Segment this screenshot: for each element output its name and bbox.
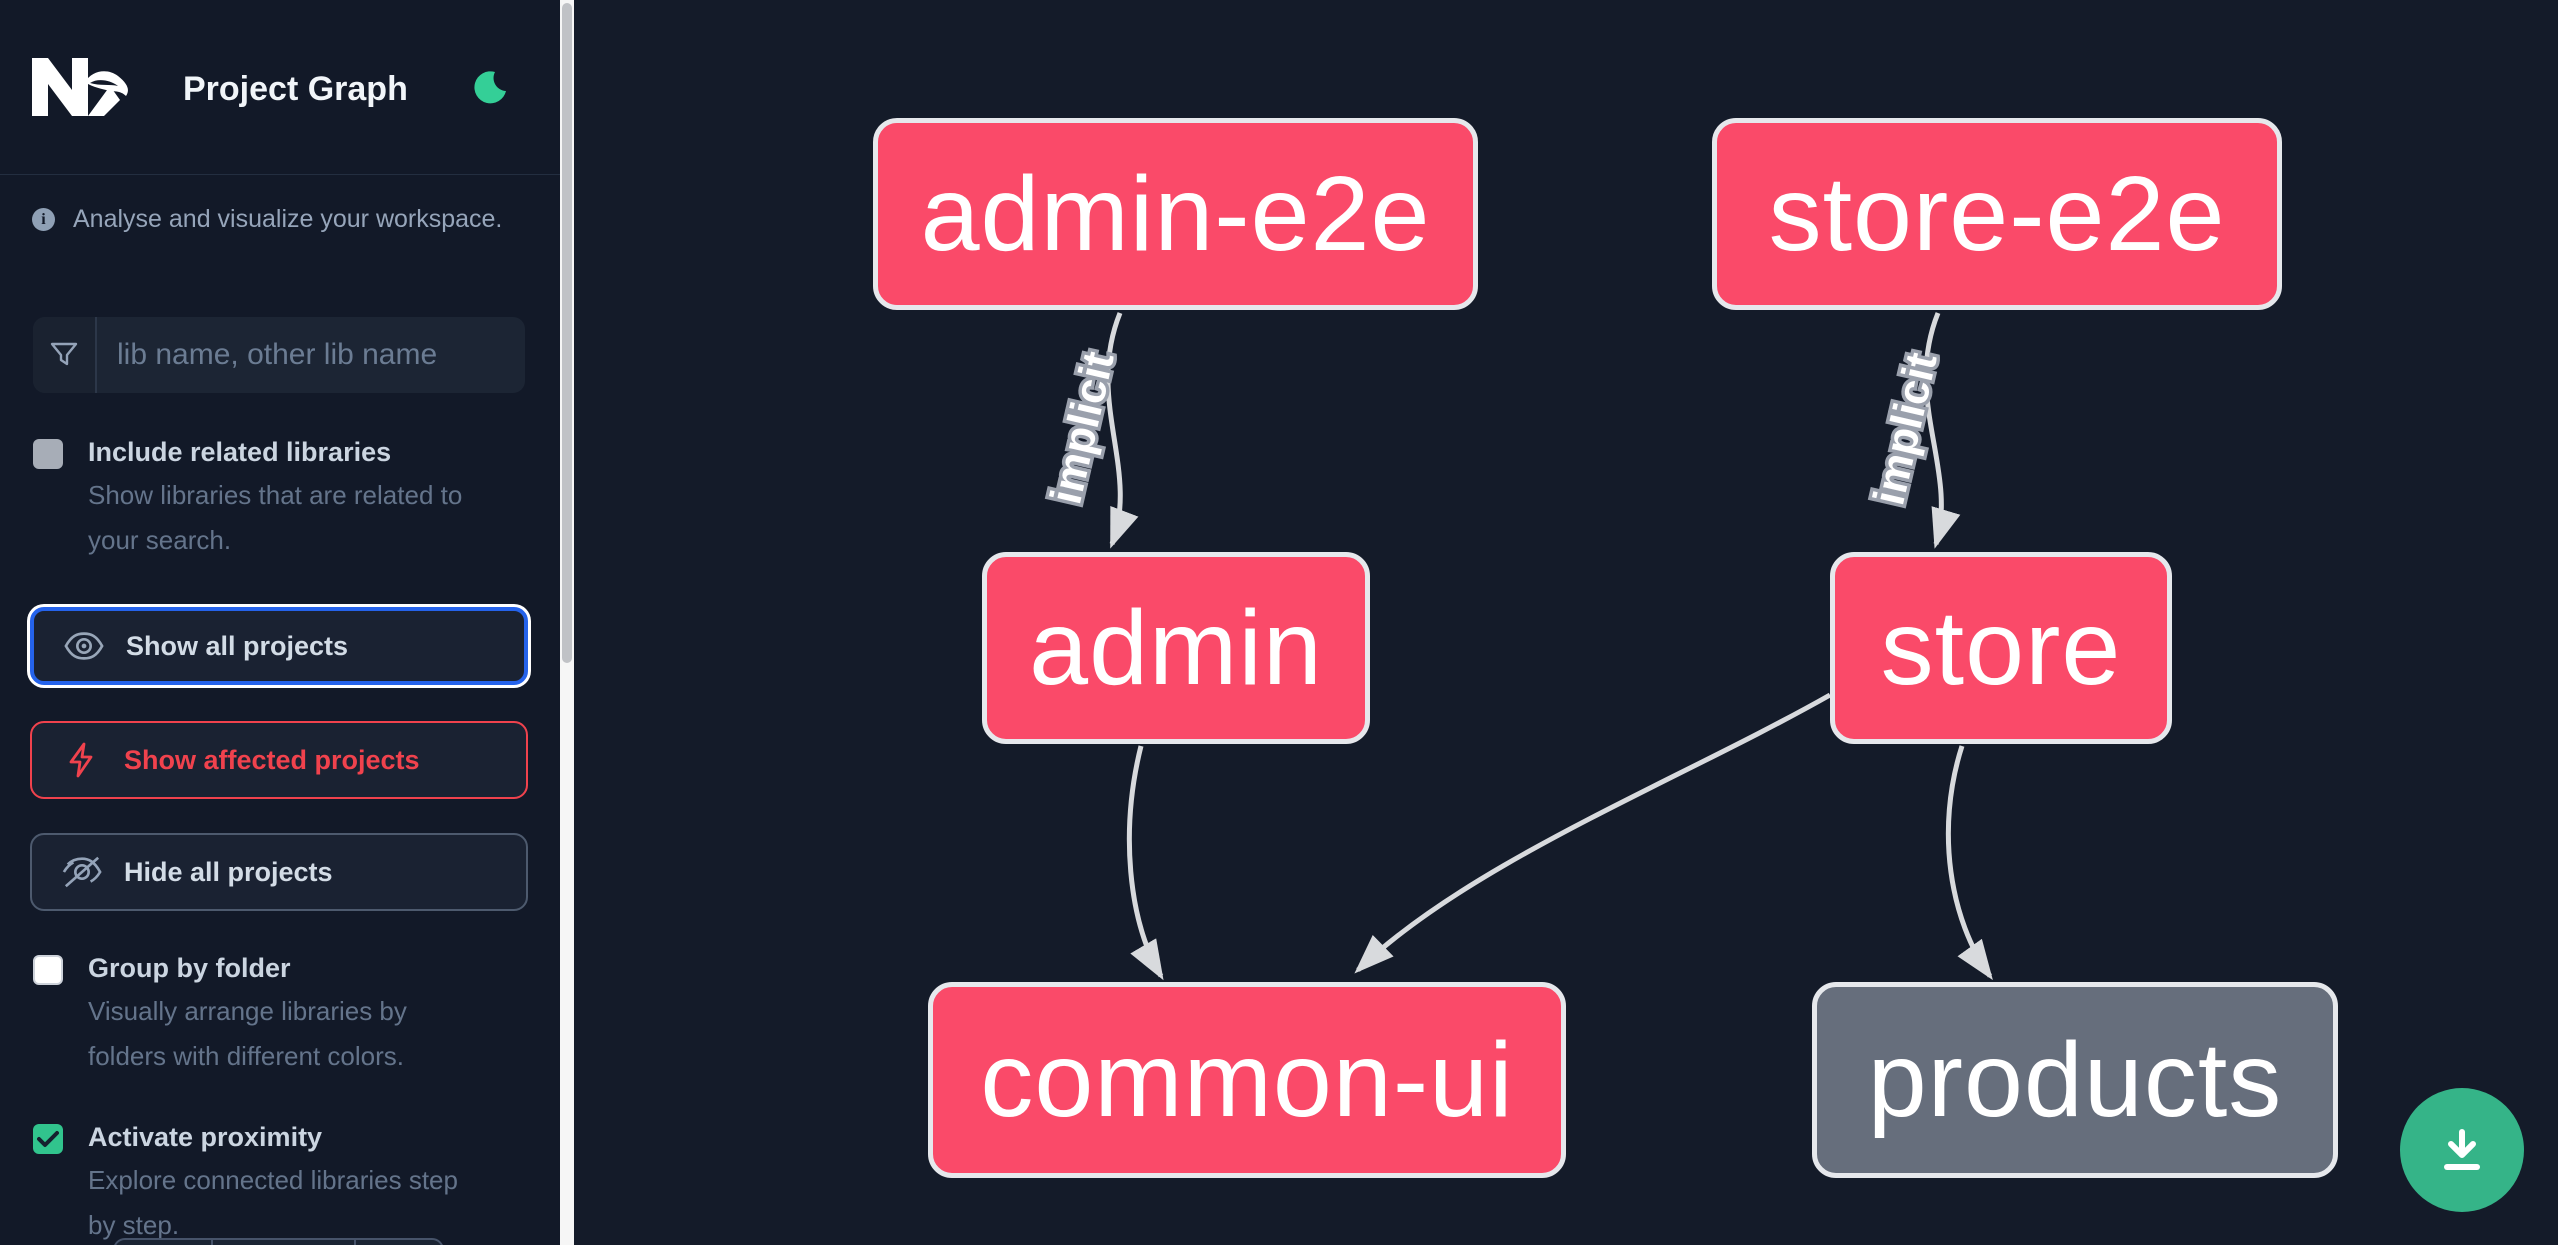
search-input[interactable] (97, 317, 525, 393)
bolt-icon (69, 742, 93, 778)
edge-store-products[interactable] (1945, 745, 1993, 981)
filter-funnel-icon (50, 342, 78, 366)
zoom-control-partial[interactable] (113, 1238, 444, 1245)
edge-store-e2e-store[interactable] (1923, 312, 1961, 549)
group-by-folder-row: Group by folder Visually arrange librari… (33, 953, 533, 1079)
group-by-folder-desc: Visually arrange libraries by folders wi… (88, 996, 407, 1071)
activate-proximity-label: Activate proximity (88, 1122, 323, 1152)
search-filter (33, 317, 525, 393)
zoom-segment-1[interactable] (115, 1240, 213, 1245)
hide-all-projects-button[interactable]: Hide all projects (30, 833, 528, 911)
activate-proximity-checkbox[interactable] (33, 1124, 63, 1154)
include-related-row: Include related libraries Show libraries… (33, 437, 533, 563)
sidebar-scrollbar-thumb[interactable] (562, 3, 572, 663)
eye-off-icon (62, 856, 102, 888)
sidebar: Project Graph i Analyse and visualize yo… (0, 0, 560, 1245)
graph-node-common-ui[interactable]: common-ui (928, 982, 1566, 1178)
show-affected-projects-button[interactable]: Show affected projects (30, 721, 528, 799)
download-icon (2444, 1129, 2480, 1170)
download-graph-button[interactable] (2400, 1088, 2524, 1212)
zoom-segment-2[interactable] (213, 1240, 356, 1245)
tagline-text: Analyse and visualize your workspace. (73, 205, 503, 233)
edge-store-common-ui[interactable] (1354, 692, 1832, 974)
activate-proximity-row: Activate proximity Explore connected lib… (33, 1122, 533, 1245)
group-by-folder-label: Group by folder (88, 953, 291, 983)
include-related-desc: Show libraries that are related to your … (88, 480, 463, 555)
show-affected-projects-label: Show affected projects (124, 744, 420, 775)
tagline-row: i Analyse and visualize your workspace. (32, 205, 532, 234)
graph-node-store[interactable]: store (1830, 552, 2172, 744)
page-title: Project Graph (183, 70, 408, 108)
hide-all-projects-label: Hide all projects (124, 856, 333, 887)
graph-node-admin[interactable]: admin (982, 552, 1370, 744)
sidebar-scrollbar-track[interactable] (560, 0, 574, 1245)
checkmark-icon (37, 1131, 59, 1147)
edge-admin-common-ui[interactable] (1126, 745, 1164, 981)
graph-node-store-e2e[interactable]: store-e2e (1712, 118, 2282, 310)
sidebar-header: Project Graph (0, 0, 560, 175)
graph-node-products[interactable]: products (1812, 982, 2338, 1178)
eye-icon (64, 632, 104, 660)
include-related-label: Include related libraries (88, 437, 392, 467)
nx-logo (32, 58, 128, 116)
info-icon: i (32, 208, 55, 231)
graph-node-admin-e2e[interactable]: admin-e2e (873, 118, 1478, 310)
show-all-projects-label: Show all projects (126, 630, 349, 661)
dark-mode-toggle-moon-icon[interactable] (471, 70, 507, 106)
activate-proximity-desc: Explore connected libraries step by step… (88, 1165, 458, 1240)
show-all-projects-button[interactable]: Show all projects (30, 607, 528, 685)
edge-admin-e2e-admin[interactable] (1105, 312, 1139, 549)
filter-icon-cell (33, 317, 97, 393)
include-related-checkbox[interactable] (33, 439, 63, 469)
group-by-folder-checkbox[interactable] (33, 955, 63, 985)
